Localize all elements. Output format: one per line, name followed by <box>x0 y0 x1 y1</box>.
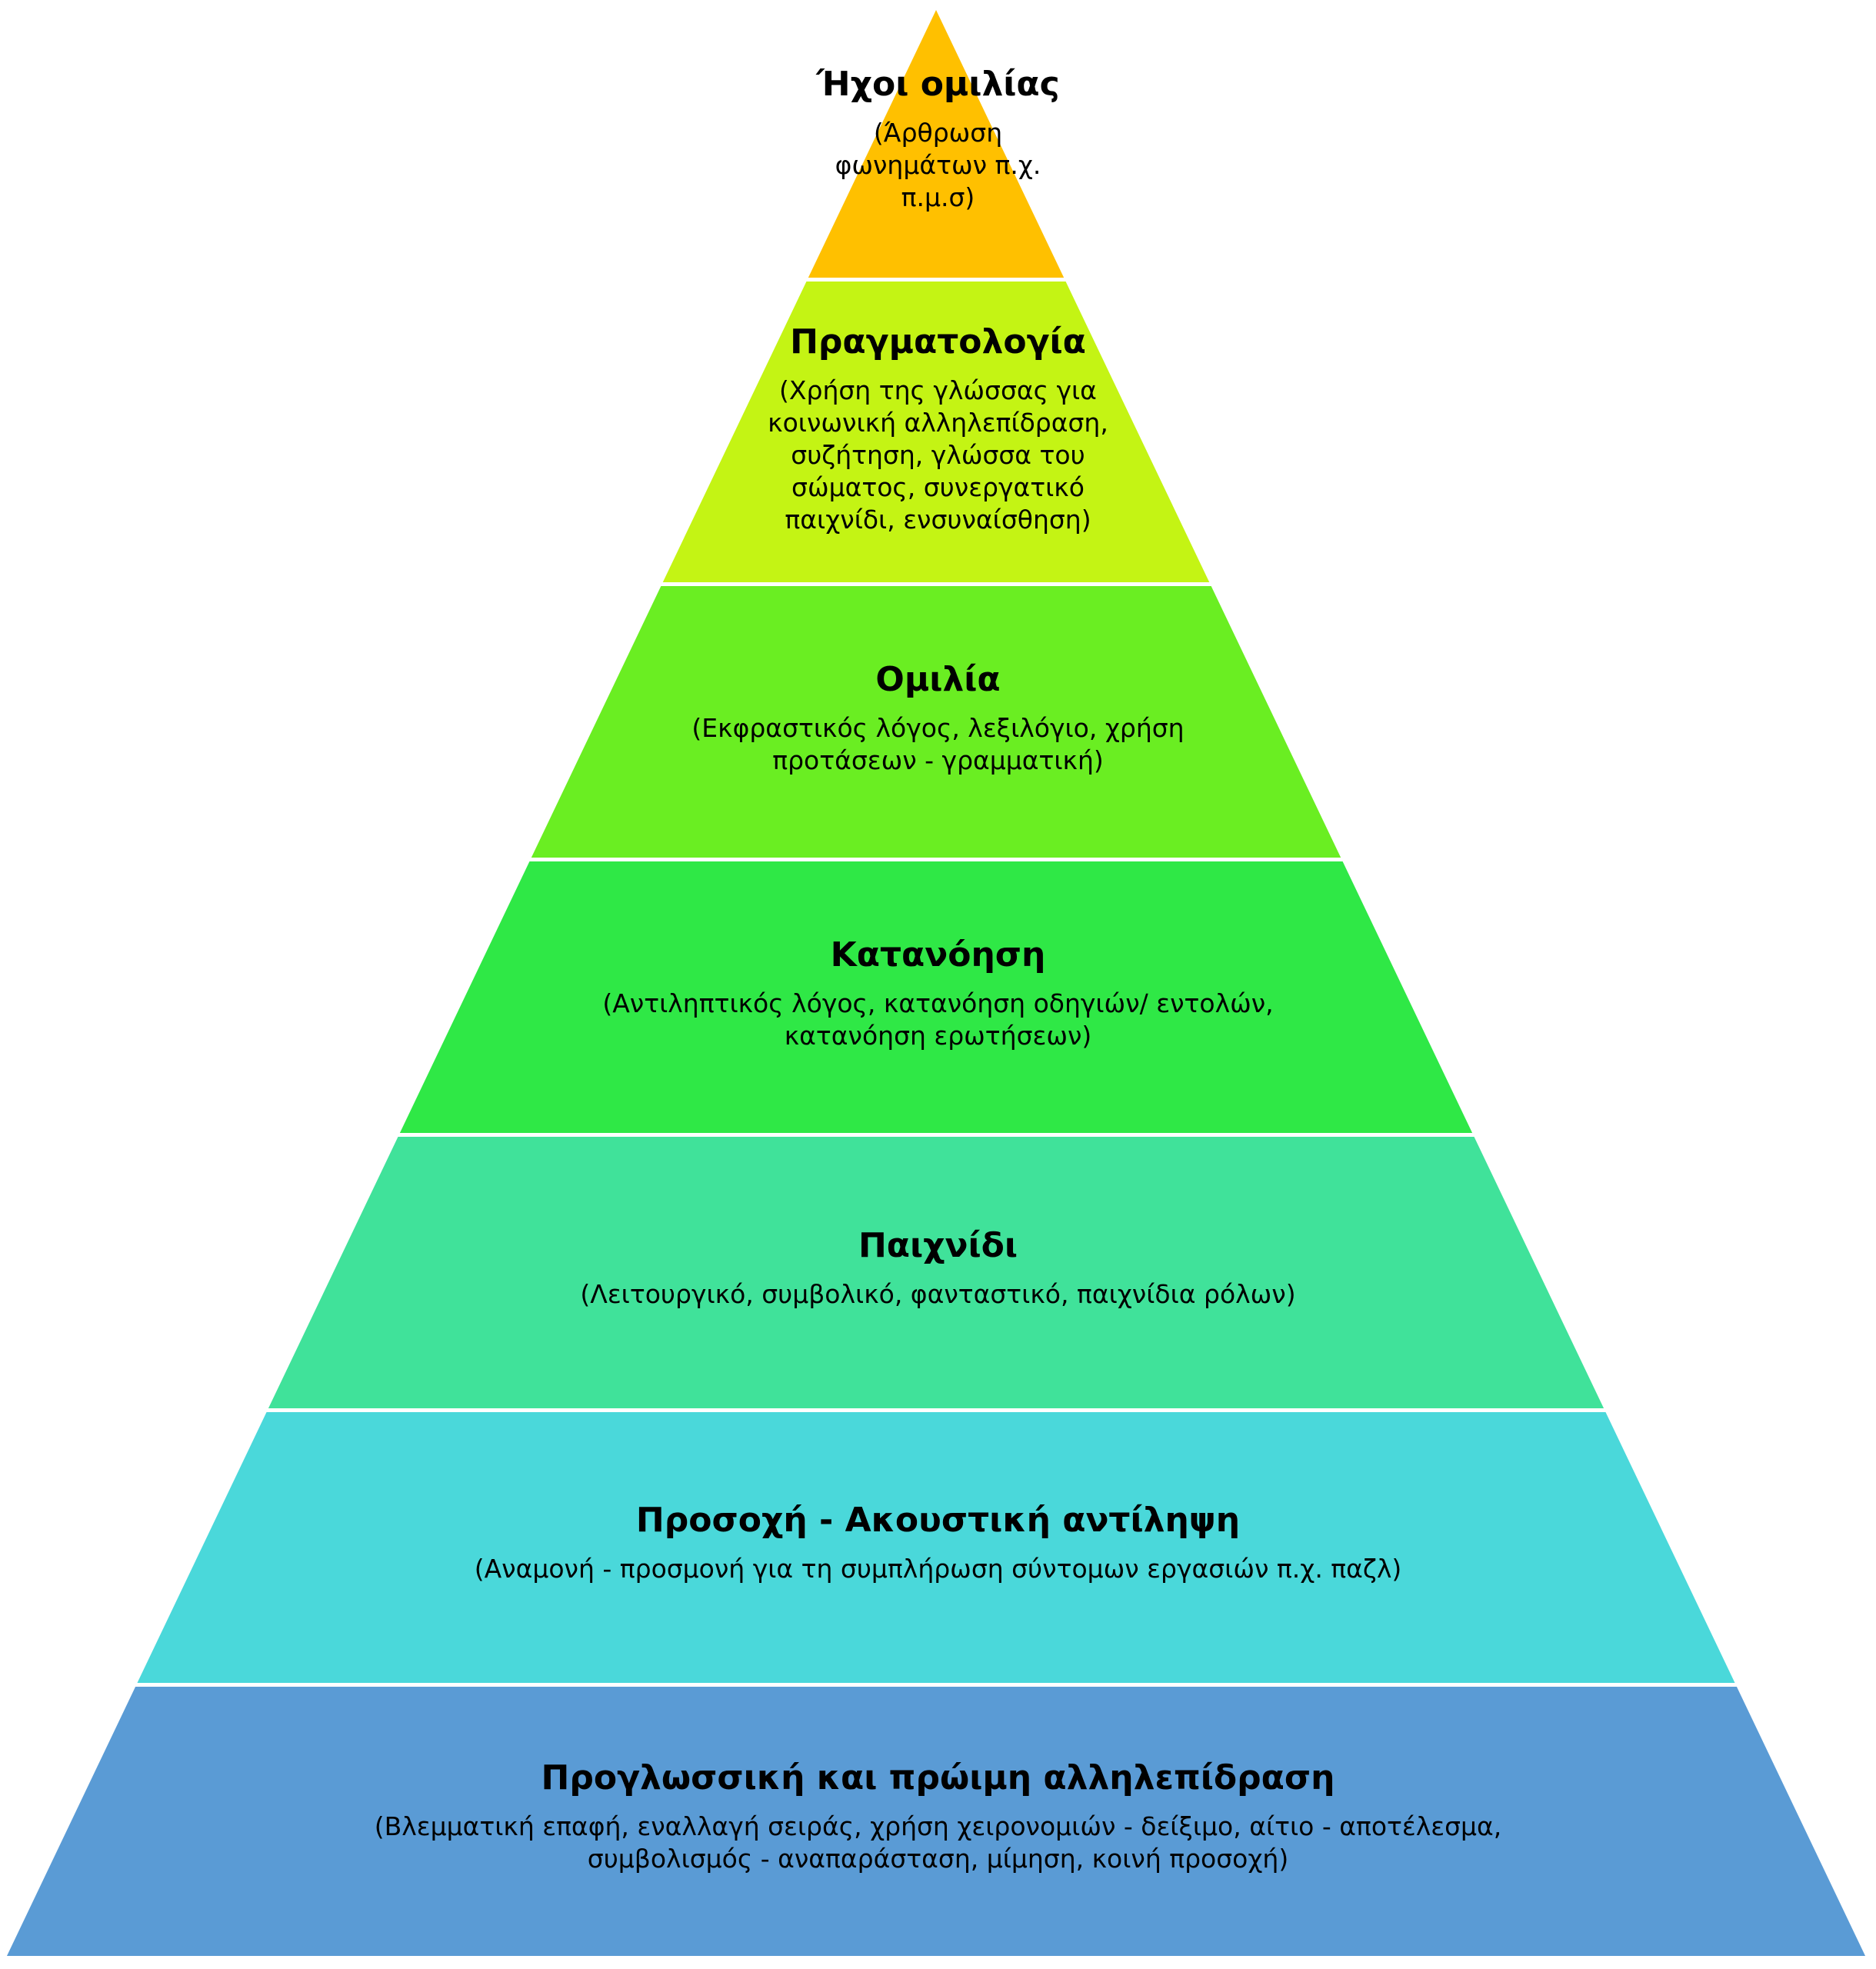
description-line: (Χρήση της γλώσσας για <box>779 375 1097 405</box>
level-label: Προσοχή - Ακουστική αντίληψη (Αναμονή - π… <box>0 1499 1876 1585</box>
pyramid-level-1 <box>808 10 1065 278</box>
description-line: (Αντιληπτικός λόγος, κατανόηση οδηγιών/ … <box>602 988 1274 1018</box>
level-title: Πραγματολογία <box>790 322 1086 361</box>
level-label: Κατανόηση (Αντιληπτικός λόγος, κατανόηση … <box>0 934 1876 1052</box>
description-line: προτάσεων - γραμματική) <box>772 745 1104 775</box>
description-line: (Εκφραστικός λόγος, λεξιλόγιο, χρήση <box>691 713 1185 743</box>
level-title: Ήχοι ομιλίας <box>816 65 1060 104</box>
description-line: παιχνίδι, ενσυναίσθηση) <box>785 505 1091 535</box>
description-line: κοινωνική αλληλεπίδραση, <box>768 408 1108 438</box>
description-line: (Άρθρωση <box>873 118 1003 148</box>
level-title: Ομιλία <box>875 660 1001 699</box>
pyramid-level-2 <box>662 282 1210 582</box>
level-title: Παιχνίδι <box>858 1226 1018 1265</box>
level-description: (Βλεμματική επαφή, εναλλαγή σειράς, χρήσ… <box>0 1811 1876 1875</box>
description-line: κατανόηση ερωτήσεων) <box>784 1021 1092 1051</box>
pyramid-level-4 <box>399 861 1473 1133</box>
pyramid-level-3 <box>531 586 1341 858</box>
description-line: (Αναμονή - προσμονή για τη συμπλήρωση σύ… <box>474 1554 1402 1584</box>
pyramid-level-7 <box>6 1687 1866 1956</box>
level-description: (Αναμονή - προσμονή για τη συμπλήρωση σύ… <box>0 1553 1876 1585</box>
level-title: Κατανόηση <box>830 935 1046 975</box>
level-title: Προσοχή - Ακουστική αντίληψη <box>635 1501 1241 1540</box>
level-label: Ομιλία (Εκφραστικός λόγος, λεξιλόγιο, χρή… <box>0 658 1876 777</box>
description-line: (Βλεμματική επαφή, εναλλαγή σειράς, χρήσ… <box>374 1811 1502 1841</box>
pyramid-level-5 <box>268 1137 1604 1408</box>
description-line: (Λειτουργικό, συμβολικό, φανταστικό, παι… <box>580 1279 1296 1309</box>
level-label: Προγλωσσική και πρώιμη αλληλεπίδραση (Βλε… <box>0 1757 1876 1875</box>
level-label: Παιχνίδι (Λειτουργικό, συμβολικό, φανταστ… <box>0 1224 1876 1311</box>
level-description: (Αντιληπτικός λόγος, κατανόηση οδηγιών/ … <box>0 988 1876 1052</box>
description-line: συμβολισμός - αναπαράσταση, μίμηση, κοιν… <box>587 1844 1289 1874</box>
description-line: συζήτηση, γλώσσα του <box>791 440 1085 470</box>
description-line: φωνημάτων π.χ. <box>835 150 1041 180</box>
pyramid-level-6 <box>137 1412 1735 1683</box>
level-description: (Λειτουργικό, συμβολικό, φανταστικό, παι… <box>0 1278 1876 1311</box>
level-title: Προγλωσσική και πρώιμη αλληλεπίδραση <box>541 1758 1335 1797</box>
description-line: σώματος, συνεργατικό <box>791 472 1085 502</box>
description-line: π.μ.σ) <box>901 182 975 212</box>
